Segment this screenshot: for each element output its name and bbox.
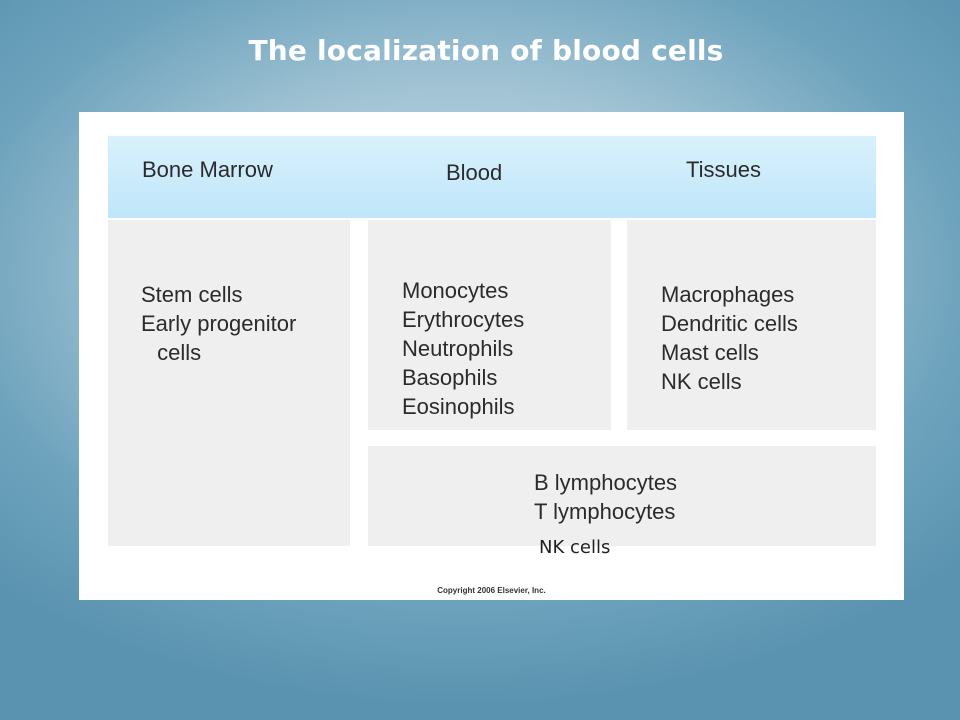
list-item: Dendritic cells	[661, 311, 798, 336]
list-item: Macrophages	[661, 282, 795, 307]
list-item: Eosinophils	[402, 394, 515, 419]
blood-list: Monocytes Erythrocytes Neutrophils Basop…	[402, 276, 524, 421]
copyright-notice: Copyright 2006 Elsevier, Inc.	[437, 586, 546, 595]
header-band	[108, 136, 876, 218]
list-item: Neutrophils	[402, 336, 514, 361]
blood-box: Monocytes Erythrocytes Neutrophils Basop…	[368, 220, 611, 430]
list-item: cells	[151, 340, 202, 365]
list-item: Monocytes	[402, 278, 509, 303]
nk-cells-note: NK cells	[539, 537, 611, 558]
list-item: Stem cells	[141, 282, 243, 307]
list-item: Early progenitor	[141, 311, 297, 336]
tissues-list: Macrophages Dendritic cells Mast cells N…	[661, 280, 798, 396]
bone-marrow-box: Stem cells Early progenitor cells	[108, 220, 350, 546]
heading-tissues: Tissues	[686, 157, 761, 182]
list-item: Basophils	[402, 365, 498, 390]
lymphocyte-box: B lymphocytes T lymphocytes	[368, 446, 876, 546]
tissues-box: Macrophages Dendritic cells Mast cells N…	[627, 220, 876, 430]
bone-marrow-list: Stem cells Early progenitor cells	[141, 280, 296, 367]
diagram-panel: Bone Marrow Blood Tissues Stem cells Ear…	[79, 112, 904, 600]
heading-blood: Blood	[446, 160, 503, 185]
heading-bone-marrow: Bone Marrow	[142, 157, 273, 182]
list-item: NK cells	[661, 369, 742, 394]
list-item: T lymphocytes	[534, 499, 676, 524]
list-item: Mast cells	[661, 340, 759, 365]
slide-title: The localization of blood cells	[248, 34, 724, 67]
list-item: Erythrocytes	[402, 307, 525, 332]
list-item: B lymphocytes	[534, 470, 678, 495]
lymphocyte-list: B lymphocytes T lymphocytes	[534, 468, 677, 526]
